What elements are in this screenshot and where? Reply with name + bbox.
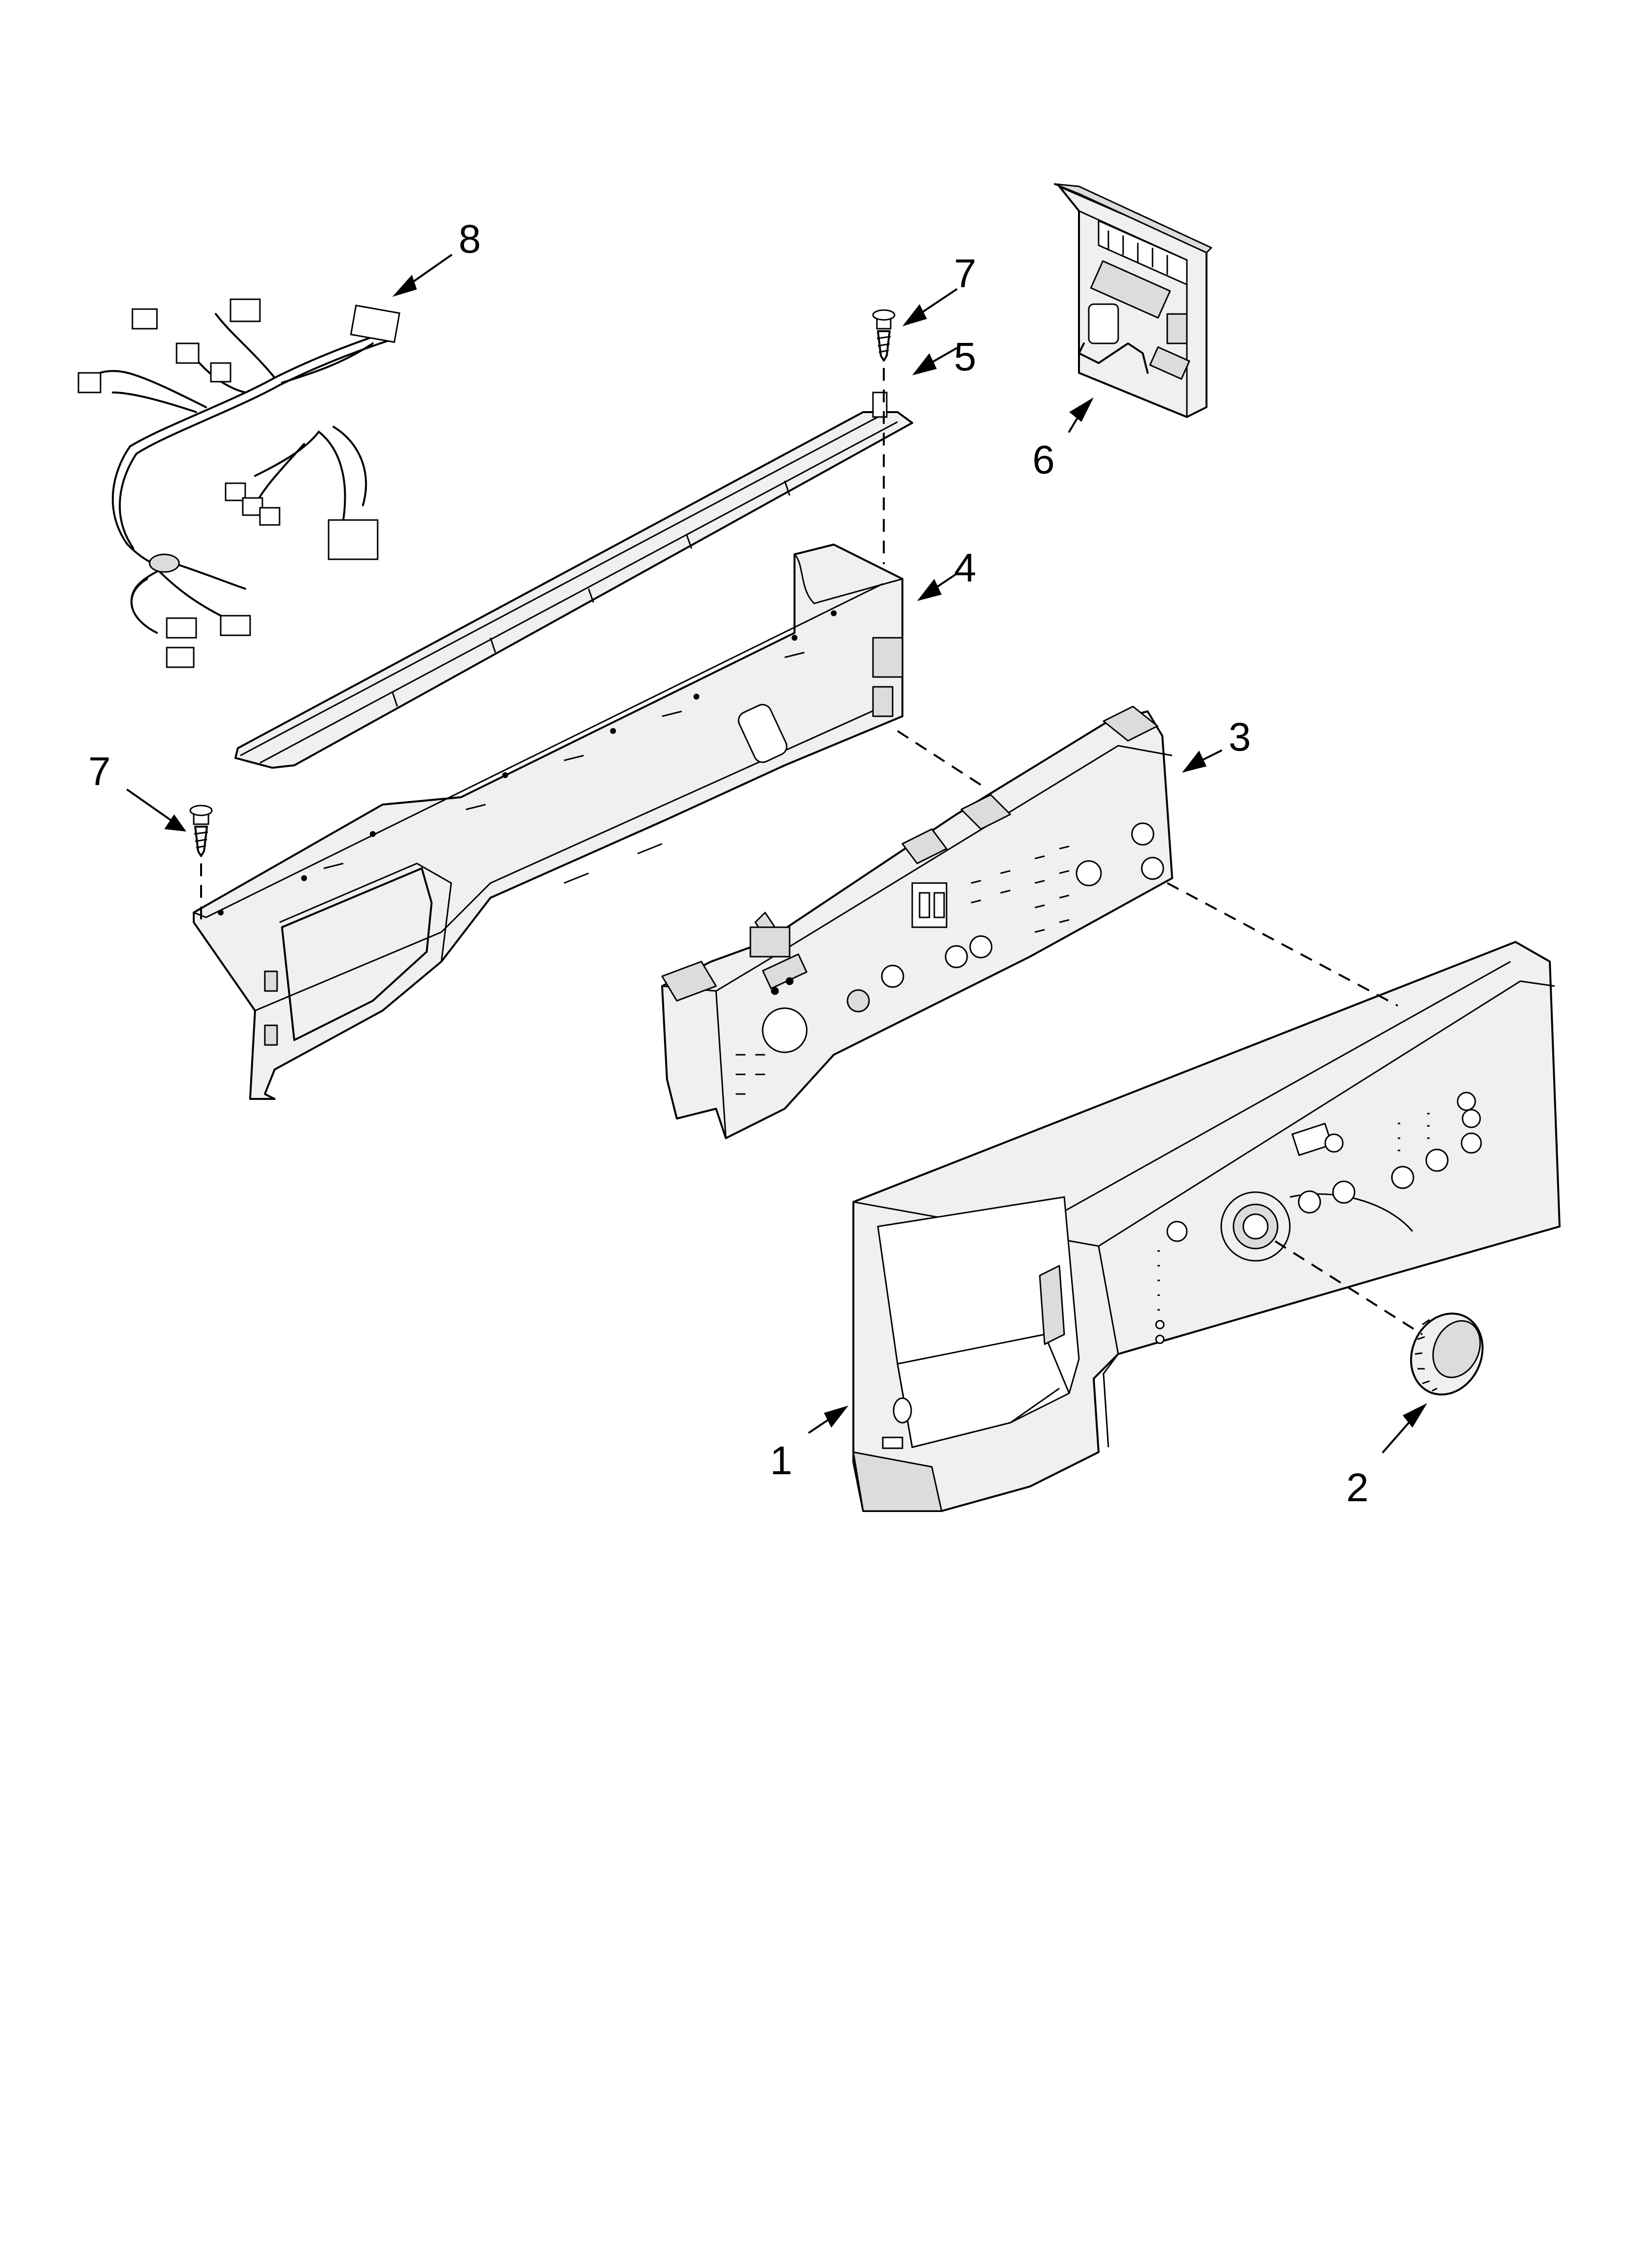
control-module-part	[1053, 183, 1212, 418]
wire-harness-part	[77, 298, 401, 668]
user-interface-board-part	[661, 705, 1173, 1139]
callout-6: 6	[1032, 438, 1055, 482]
assembly-lines	[200, 368, 1423, 1335]
knob-part	[1410, 1312, 1484, 1396]
callout-labels: 8 7 5 6 4 3 7 1 2	[88, 217, 1369, 1510]
screw-part-left	[189, 805, 213, 857]
callout-8: 8	[459, 217, 481, 261]
callout-5: 5	[954, 335, 976, 379]
screw-part-top	[872, 309, 896, 362]
callout-7-left: 7	[88, 749, 111, 794]
callout-3: 3	[1229, 715, 1251, 759]
callout-4: 4	[954, 546, 976, 590]
callout-1: 1	[770, 1438, 793, 1483]
top-bracket-part	[234, 391, 913, 769]
console-panel-part	[852, 941, 1561, 1512]
console-bracket-part	[193, 544, 903, 1100]
callout-7-top: 7	[954, 251, 976, 296]
leader-arrows	[127, 254, 1427, 1453]
callout-2: 2	[1346, 1465, 1369, 1510]
